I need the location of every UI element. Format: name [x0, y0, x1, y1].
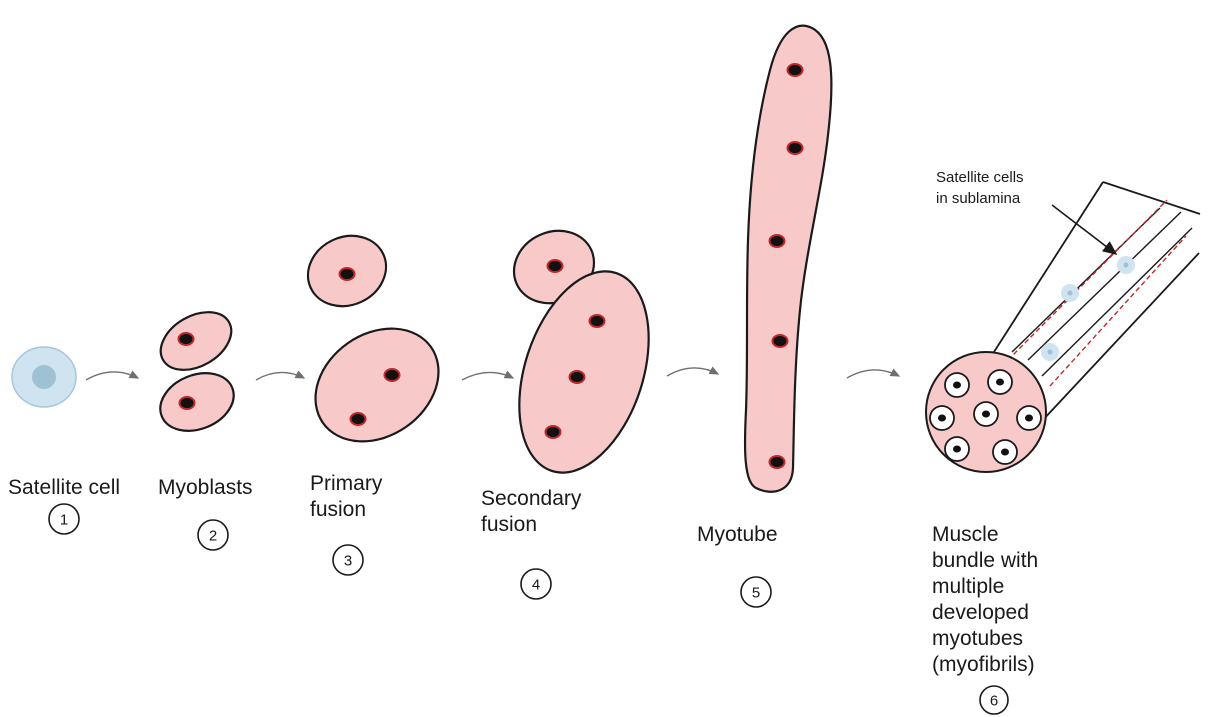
stage-4-label-line-2: fusion [481, 513, 537, 536]
bundle-outline [1103, 182, 1200, 214]
stage-1-number-badge: 1 [49, 504, 79, 534]
stage-4-number-badge: 4 [521, 569, 551, 599]
fused-cell-nucleus [590, 315, 605, 327]
stage-2-myoblasts [151, 300, 243, 441]
arrow-1-to-2 [86, 372, 138, 380]
fused-cell-nucleus [546, 426, 561, 438]
stage-6-label-line-4: developed [932, 601, 1029, 624]
stage-6-label-line-6: (myofibrils) [932, 653, 1035, 676]
myofibril [945, 437, 969, 461]
myoblast-nucleus [179, 333, 194, 345]
bundle-outline [992, 182, 1103, 355]
stage-3-primary-fusion [294, 223, 461, 464]
sublamina-satellite-cell-nucleus [1124, 263, 1129, 268]
myotube-nucleus [770, 456, 785, 468]
myofibril [945, 373, 969, 397]
myoblast-nucleus [180, 397, 195, 409]
stage-1-satellite-cell [12, 347, 76, 407]
stage-4-secondary-fusion [496, 218, 673, 489]
stage-4-label-line-1: Secondary [481, 487, 582, 510]
stage-3-number: 3 [344, 553, 352, 570]
stage-6-label-line-1: Muscle [932, 523, 999, 546]
myotube-nucleus [770, 235, 785, 247]
stage-1-number: 1 [60, 512, 68, 529]
annotation-line-2: in sublamina [936, 190, 1021, 207]
stage-6-label-line-3: multiple [932, 575, 1004, 598]
stage-6-label-line-5: myotubes [932, 627, 1023, 650]
arrow-2-to-3 [256, 372, 304, 380]
satellite-cell-nucleus [32, 365, 56, 389]
sublamina-satellite-cell-nucleus [1048, 350, 1053, 355]
stage-6-muscle-bundle [926, 182, 1200, 472]
stage-5-number-badge: 5 [741, 577, 771, 607]
stage-5-myotube [745, 26, 831, 492]
myoblast-cell [151, 300, 242, 381]
fused-cell-nucleus [351, 413, 366, 425]
myofibril [930, 406, 954, 430]
myofibril [988, 370, 1012, 394]
stage-5-number: 5 [752, 585, 760, 602]
sublamina-dashed-line [1050, 236, 1186, 386]
stage-6-label-line-2: bundle with [932, 549, 1038, 572]
myoblast-cell [152, 363, 243, 442]
myotube-nucleus [788, 64, 803, 76]
myofibril [993, 440, 1017, 464]
fused-cell-nucleus [570, 371, 585, 383]
sublamina-satellite-cell-nucleus [1068, 291, 1073, 296]
stage-3-label-line-2: fusion [310, 498, 366, 521]
stage-4-number: 4 [532, 577, 540, 594]
fused-cell-nucleus [385, 369, 400, 381]
fused-cell [294, 305, 461, 464]
stage-5-label: Myotube [697, 523, 778, 546]
arrow-5-to-6 [847, 370, 899, 378]
stage-1-label: Satellite cell [8, 476, 120, 499]
stage-2-label: Myoblasts [158, 476, 253, 499]
myoblast-nucleus [340, 268, 355, 280]
myotube-body [745, 26, 831, 492]
myofibril [1017, 406, 1041, 430]
stage-3-label-line-1: Primary [310, 472, 383, 495]
annotation-line-1: Satellite cells [936, 169, 1024, 186]
arrow-3-to-4 [462, 372, 513, 380]
stage-6-number: 6 [990, 693, 998, 710]
myotube-nucleus [773, 335, 788, 347]
sublamina-annotation: Satellite cells in sublamina [936, 169, 1116, 254]
stage-2-number: 2 [209, 528, 217, 545]
myofibril [974, 402, 998, 426]
fibril-line [1012, 208, 1160, 352]
myotube-nucleus [788, 142, 803, 154]
stage-3-number-badge: 3 [333, 545, 363, 575]
stage-2-number-badge: 2 [198, 520, 228, 550]
stage-labels: Satellite cell Myoblasts Primary fusion … [8, 472, 1038, 676]
myoblast-nucleus [548, 260, 563, 272]
stage-6-number-badge: 6 [980, 686, 1008, 714]
fibril-line [1028, 212, 1181, 360]
arrow-4-to-5 [667, 368, 718, 376]
